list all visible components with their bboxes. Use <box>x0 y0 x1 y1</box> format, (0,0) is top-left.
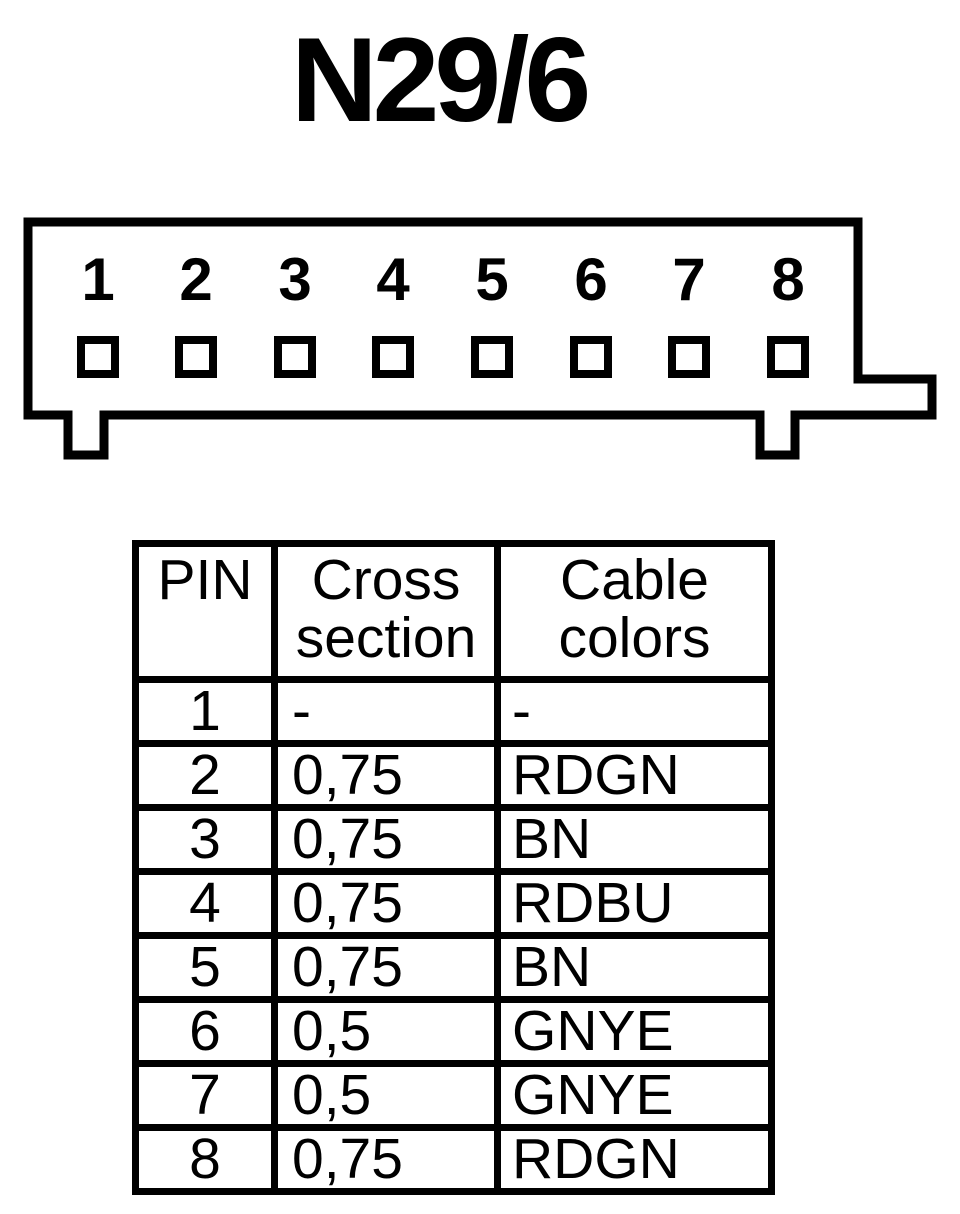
header-cable-colors: Cable colors <box>494 540 775 683</box>
pin-number-4: 4 <box>376 246 410 313</box>
pin-number-5: 5 <box>475 246 508 313</box>
pin-assignment-table: PIN Cross section Cable colors 1 - - 2 0… <box>132 540 775 1195</box>
pin-cell: 8 <box>132 1124 278 1195</box>
connector-diagram: 1 2 3 4 5 6 7 8 <box>23 217 937 460</box>
cross-section-cell: 0,75 <box>271 932 501 1003</box>
pin-slot-5 <box>471 336 513 378</box>
pin-slot-1 <box>77 336 119 378</box>
table-row: 8 0,75 RDGN <box>132 1124 775 1195</box>
pin-slot-7 <box>668 336 710 378</box>
pin-cell: 1 <box>132 676 278 747</box>
table-row: 3 0,75 BN <box>132 804 775 875</box>
pin-slot-2 <box>175 336 217 378</box>
cross-section-cell: 0,75 <box>271 868 501 939</box>
cross-section-cell: 0,5 <box>271 996 501 1067</box>
pin-cell: 6 <box>132 996 278 1067</box>
header-cross-line1: Cross <box>311 548 461 612</box>
header-pin-label: PIN <box>157 548 253 612</box>
header-cross-section: Cross section <box>271 540 501 683</box>
pin-number-3: 3 <box>278 246 311 313</box>
table-row: 4 0,75 RDBU <box>132 868 775 939</box>
pin-slot-4 <box>372 336 414 378</box>
cross-section-cell: 0,75 <box>271 804 501 875</box>
header-cross-line2: section <box>295 606 477 670</box>
pin-cell: 4 <box>132 868 278 939</box>
pin-cell: 5 <box>132 932 278 1003</box>
page-title: N29/6 <box>291 13 591 147</box>
cable-color-cell: GNYE <box>494 996 775 1067</box>
table-row: 1 - - <box>132 676 775 747</box>
cable-color-cell: RDGN <box>494 1124 775 1195</box>
pin-slot-8 <box>767 336 809 378</box>
table-header-row: PIN Cross section Cable colors <box>132 540 775 683</box>
pin-cell: 2 <box>132 740 278 811</box>
pin-number-6: 6 <box>574 246 607 313</box>
header-cable-line1: Cable <box>560 548 709 612</box>
table-row: 2 0,75 RDGN <box>132 740 775 811</box>
table-row: 5 0,75 BN <box>132 932 775 1003</box>
table-row: 6 0,5 GNYE <box>132 996 775 1067</box>
cross-section-cell: - <box>271 676 501 747</box>
pin-number-1: 1 <box>81 246 114 313</box>
pin-number-7: 7 <box>672 246 705 313</box>
pin-cell: 3 <box>132 804 278 875</box>
cross-section-cell: 0,75 <box>271 1124 501 1195</box>
cable-color-cell: RDGN <box>494 740 775 811</box>
cable-color-cell: GNYE <box>494 1060 775 1131</box>
table-row: 7 0,5 GNYE <box>132 1060 775 1131</box>
header-pin: PIN <box>132 540 278 683</box>
pin-number-8: 8 <box>771 246 804 313</box>
cross-section-cell: 0,75 <box>271 740 501 811</box>
cross-section-cell: 0,5 <box>271 1060 501 1131</box>
pin-slot-3 <box>274 336 316 378</box>
pin-number-2: 2 <box>179 246 212 313</box>
pin-cell: 7 <box>132 1060 278 1131</box>
cable-color-cell: RDBU <box>494 868 775 939</box>
cable-color-cell: BN <box>494 932 775 1003</box>
header-cable-line2: colors <box>558 606 711 670</box>
pin-slot-6 <box>570 336 612 378</box>
cable-color-cell: - <box>494 676 775 747</box>
cable-color-cell: BN <box>494 804 775 875</box>
